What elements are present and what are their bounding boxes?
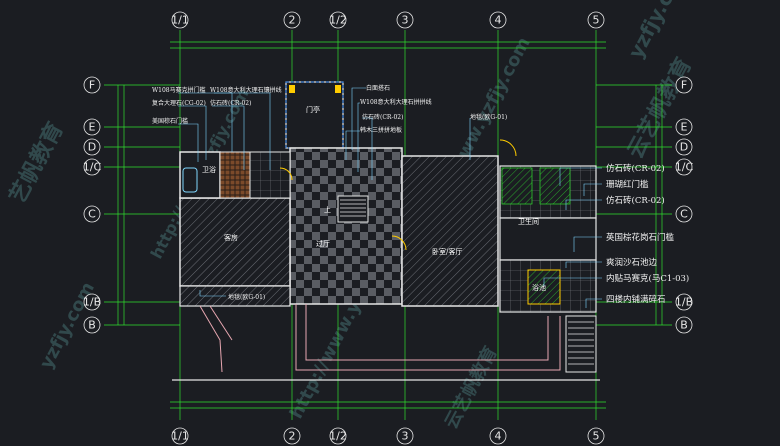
bedroom-floor: [401, 155, 499, 307]
axis-top-4: 3: [402, 14, 409, 27]
axis-right-1b: 1/B: [675, 296, 693, 309]
axis-right-1c: 1/C: [675, 161, 694, 174]
ann-wood-floor: 韩木三拼拼地板: [360, 126, 402, 134]
watermark-domain: yzfjy.com: [623, 0, 694, 62]
axis-bottom-2: 2: [289, 430, 296, 443]
room-label-bath: 卫生间: [518, 217, 539, 226]
axis-left-f: F: [89, 79, 95, 92]
ann-faux-stone: 仿石砖(CR-02): [210, 99, 251, 107]
axis-right-b: B: [680, 319, 688, 332]
ann-faux-stone-right-2: 仿石砖(CR-02): [606, 195, 665, 206]
column-marker: [289, 85, 295, 93]
terrace-outline: [199, 304, 561, 373]
room-label-wc: 卫浴: [202, 165, 216, 174]
wc-mosaic: [219, 151, 251, 199]
ann-granite-threshold: 英国棕花岗石门槛: [606, 232, 675, 243]
annotations-right: 仿石砖(CR-02) 珊瑚红门槛 仿石砖(CR-02) 英国棕花岗石门槛 爽润沙…: [606, 163, 689, 305]
bath-lower: [499, 217, 597, 261]
axis-bottom-4: 3: [402, 430, 409, 443]
axis-labels-bottom: 1/1 2 1/2 3 4 5: [171, 430, 599, 443]
axis-labels-left: F E D 1/C C 1/B B: [83, 79, 102, 332]
room-labels: 门亭 卫浴 客房 上 过厅 卧室/客厅 卫生间 浴池: [202, 105, 546, 292]
ann-faux-stone-right-1: 仿石砖(CR-02): [606, 163, 665, 174]
axis-bottom-1: 1/1: [171, 430, 189, 443]
axis-right-f: F: [681, 79, 687, 92]
axis-right-c: C: [680, 208, 688, 221]
watermark-logo-3: 云艺帆教育: [440, 343, 502, 433]
axis-left-d: D: [88, 141, 96, 154]
axis-bottom-5: 4: [495, 430, 502, 443]
ann-us-brown-threshold: 美国棕石门槛: [152, 117, 188, 125]
ann-faux-stone-center: 仿石砖(CR-02): [362, 113, 403, 121]
watermark-logo: 艺帆教育: [4, 118, 68, 208]
axis-left-e: E: [89, 121, 96, 134]
ann-carpet-bottom: 地毯(欧G-01): [228, 293, 265, 301]
axis-bottom-6: 5: [593, 430, 600, 443]
leader-lines: [178, 87, 602, 308]
pool: [527, 269, 561, 305]
axis-right-d: D: [680, 141, 688, 154]
annotations-left: W108马赛克拼门槛 W108意大利大理石镶拼线 复合大理石(CG-02) 仿石…: [152, 86, 282, 125]
ann-marble-line: W108意大利大理石拼拼线: [360, 98, 432, 106]
axis-top-6: 5: [593, 14, 600, 27]
annotations-center: 白面搭石 W108意大利大理石拼拼线 仿石砖(CR-02) 韩木三拼拼地板 地毯…: [360, 84, 507, 134]
axis-left-1b: 1/B: [83, 296, 101, 309]
axis-left-1c: 1/C: [83, 161, 102, 174]
ann-composite-marble: 复合大理石(CG-02): [152, 99, 206, 107]
room-label-stair: 上: [324, 205, 331, 214]
axis-labels-top: 1/1 2 1/2 3 4 5: [171, 14, 599, 27]
guest-room-floor: [179, 197, 291, 287]
bathtub: [182, 167, 198, 193]
axis-left-b: B: [88, 319, 96, 332]
axis-bubbles: [83, 11, 693, 445]
room-label-guest: 客房: [224, 233, 238, 242]
axis-labels-right: F E D 1/C C 1/B B: [675, 79, 694, 332]
ann-white-stone: 白面搭石: [366, 84, 390, 92]
axis-top-5: 4: [495, 14, 502, 27]
axis-right-e: E: [681, 121, 688, 134]
ann-mosaic-lining: 内贴马赛克(马C1-03): [606, 273, 689, 284]
room-label-living: 过厅: [316, 239, 330, 248]
exterior-stair: [565, 315, 597, 373]
axis-top-2: 2: [289, 14, 296, 27]
room-label-pool: 浴池: [532, 283, 546, 292]
ann-carpet-top: 地毯(欧G-01): [470, 113, 507, 121]
axis-bottom-3: 1/2: [329, 430, 347, 443]
axis-left-c: C: [88, 208, 96, 221]
ann-marble-inlay: W108意大利大理石镶拼线: [210, 86, 282, 94]
axis-top-3: 1/2: [329, 14, 347, 27]
ann-mosaic-threshold: W108马赛克拼门槛: [152, 86, 206, 94]
room-label-bedroom: 卧室/客厅: [432, 247, 462, 256]
ann-gravel-fill: 四楼内铺满碎石: [606, 294, 666, 305]
floor-plan: [172, 81, 600, 381]
ann-coral-threshold: 珊瑚红门槛: [606, 179, 649, 190]
bottom-corridor: [179, 285, 291, 307]
column-marker: [335, 85, 341, 93]
living-floor: [289, 147, 403, 305]
room-label-porch: 门亭: [306, 105, 320, 114]
ann-sandstone-edge: 爽润沙石池边: [606, 257, 658, 268]
axis-top-1: 1/1: [171, 14, 189, 27]
